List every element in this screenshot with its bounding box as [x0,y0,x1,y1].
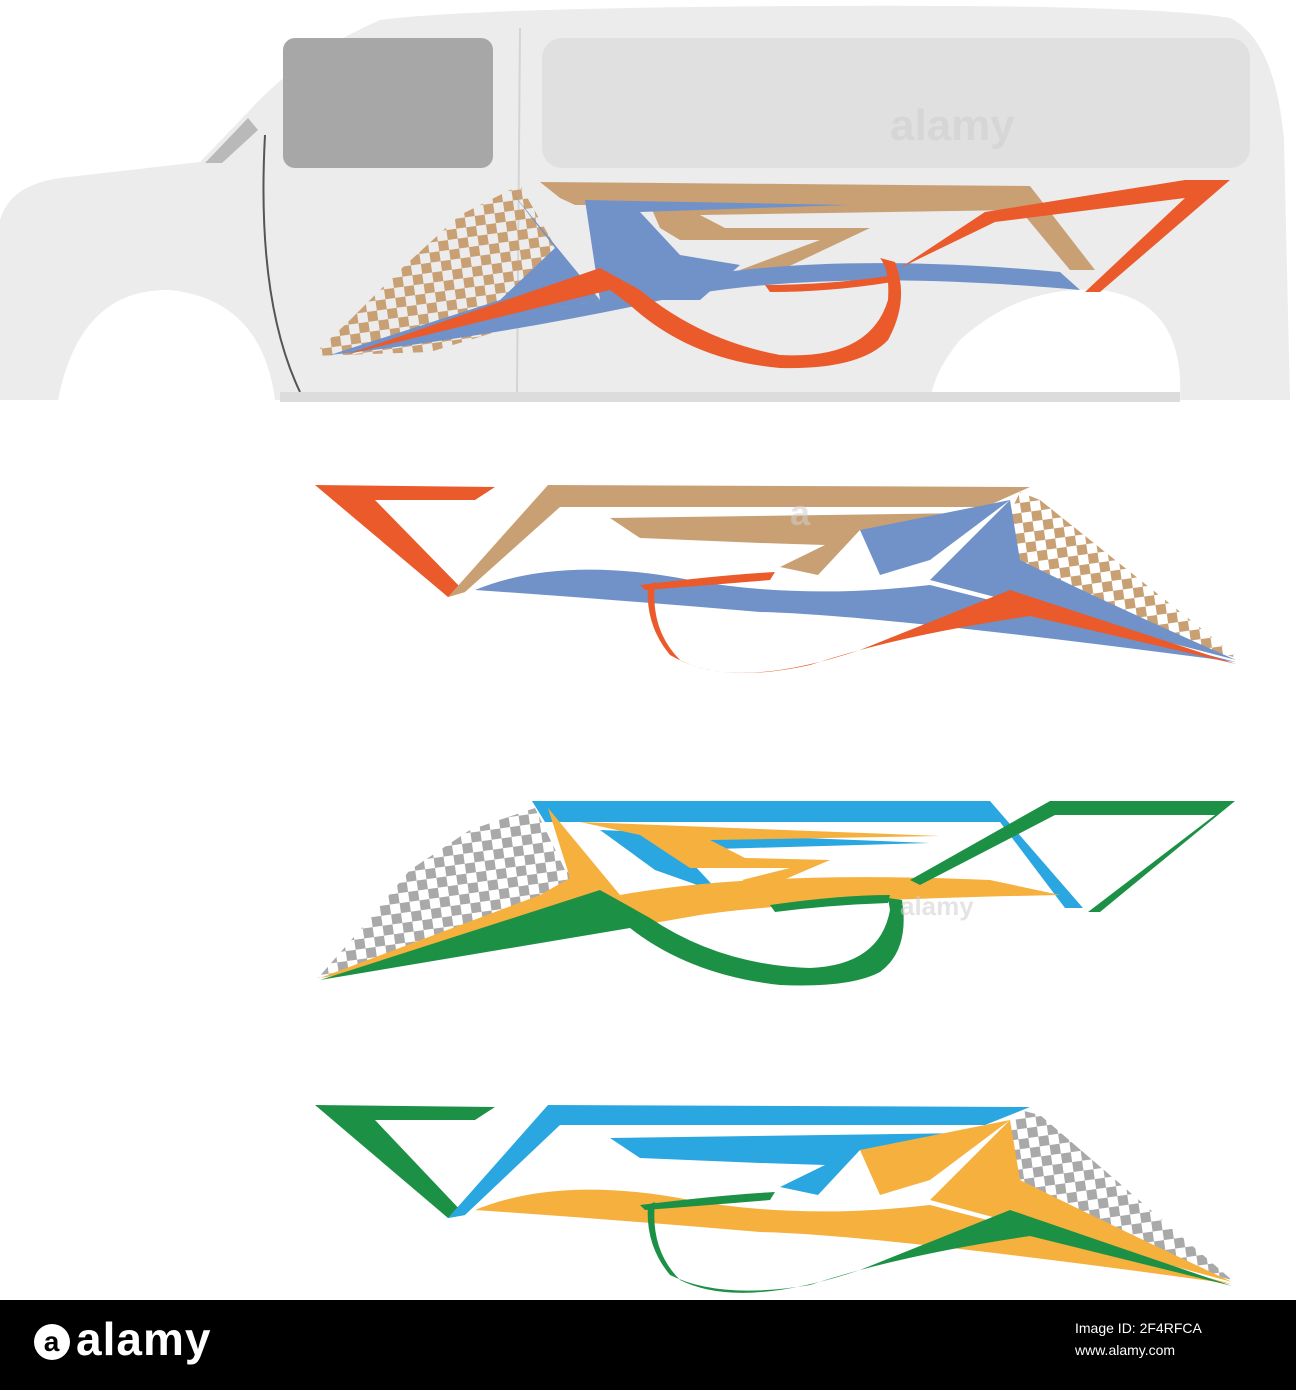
decal-design-1: a [315,485,1238,673]
footer-url: www.alamy.com [1075,1342,1176,1358]
van-door-line [262,134,301,393]
image-id: Image ID: 2F4RFCA [1075,1320,1202,1336]
logo-mark-icon: a [34,1324,70,1360]
van-hood-shadow [205,118,258,163]
van-decal [312,180,1230,369]
decal-design-3 [315,1105,1232,1293]
van-front-window [283,38,493,168]
van-silhouette: alamy [0,5,1290,402]
watermark-text: alamy [890,101,1015,150]
van-side-window [542,38,1250,168]
logo-text: alamy [76,1313,212,1365]
watermark-text-2: alamy [900,891,974,921]
van-sill [280,392,1180,402]
vehicle-graphics-illustration: alamy a alamy [0,5,1290,1293]
decal-design-2: alamy [318,801,1235,986]
artwork: alamy a alamy [0,5,1290,1293]
watermark-mark: a [790,492,811,533]
